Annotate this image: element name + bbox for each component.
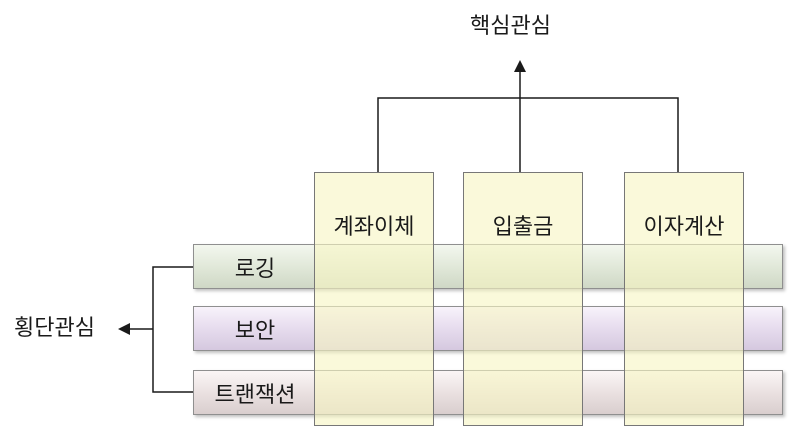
interest-calc-label: 이자계산 bbox=[643, 215, 725, 240]
account-transfer-label: 계좌이체 bbox=[333, 215, 415, 240]
crosscut-concern-title: 횡단관심 bbox=[14, 316, 95, 341]
interest-calc-column: 이자계산 bbox=[624, 172, 744, 426]
crosscut-bracket-line bbox=[152, 266, 193, 393]
account-transfer-column: 계좌이체 bbox=[314, 172, 434, 426]
core-bracket-line bbox=[377, 97, 679, 172]
deposit-withdraw-label: 입출금 bbox=[492, 215, 554, 240]
security-label: 보안 bbox=[234, 318, 276, 344]
transaction-label: 트랜잭션 bbox=[214, 382, 296, 408]
logging-label: 로깅 bbox=[234, 256, 276, 282]
core-concern-title: 핵심관심 bbox=[470, 14, 551, 39]
deposit-withdraw-column: 입출금 bbox=[463, 172, 583, 426]
